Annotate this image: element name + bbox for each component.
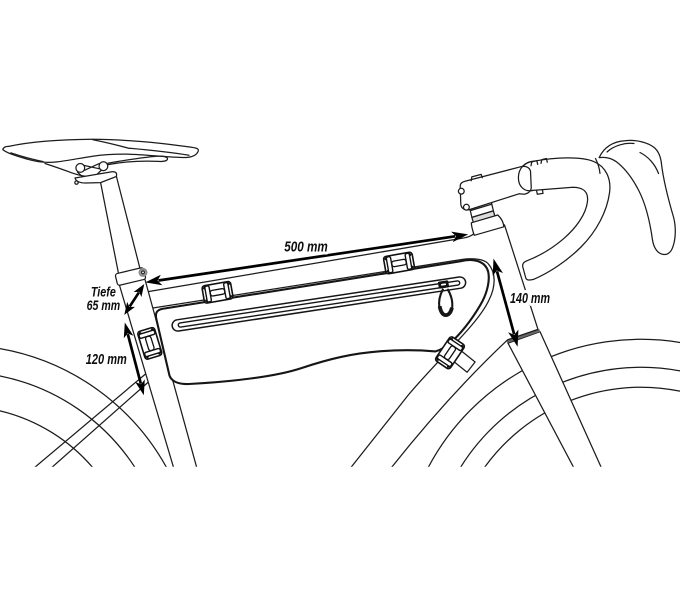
svg-text:140 mm: 140 mm [510, 290, 550, 307]
svg-text:500 mm: 500 mm [284, 239, 328, 256]
svg-text:65 mm: 65 mm [87, 297, 121, 313]
svg-text:120 mm: 120 mm [86, 351, 127, 368]
svg-text:Tiefe: Tiefe [91, 284, 116, 300]
